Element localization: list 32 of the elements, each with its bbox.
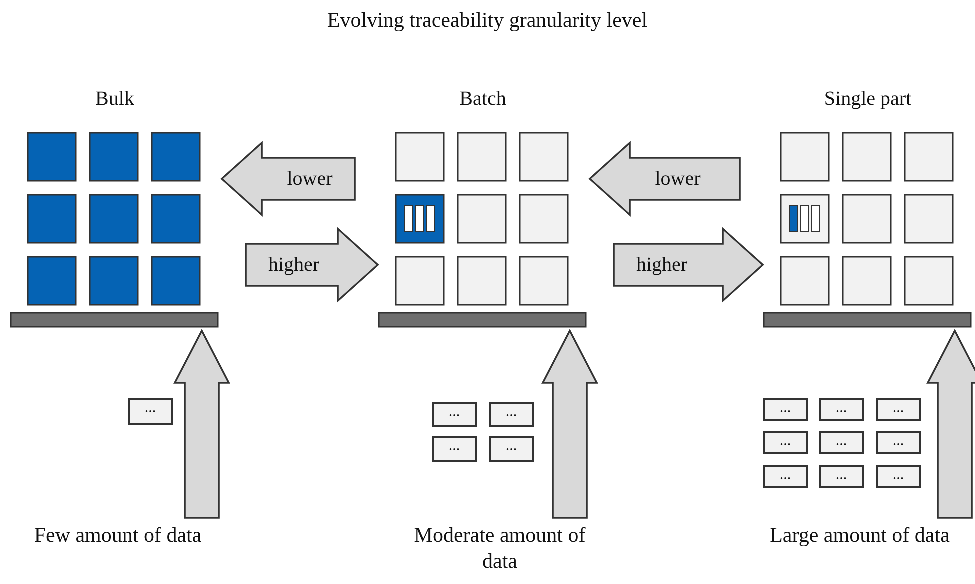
stack-heading: Bulk bbox=[94, 87, 136, 112]
data-amount-caption: Large amount of data bbox=[770, 522, 950, 548]
block-arrow bbox=[588, 140, 741, 218]
stack-heading: Single part bbox=[823, 87, 913, 112]
data-record-box: ... bbox=[876, 465, 921, 488]
data-record-box: ... bbox=[876, 398, 921, 421]
data-record-box: ... bbox=[763, 431, 808, 454]
block-arrow bbox=[613, 226, 764, 304]
block-arrow bbox=[174, 329, 230, 519]
data-record-box: ... bbox=[432, 436, 477, 462]
edge-label: lower bbox=[286, 167, 334, 191]
data-amount-caption: Few amount of data bbox=[33, 522, 203, 548]
edge-label: lower bbox=[654, 167, 702, 191]
block-arrow bbox=[245, 226, 380, 304]
data-record-box: ... bbox=[128, 398, 173, 425]
data-record-box: ... bbox=[763, 398, 808, 421]
stack-heading: Batch bbox=[458, 87, 508, 112]
data-record-box: ... bbox=[819, 398, 864, 421]
diagram-title: Evolving traceability granularity level bbox=[326, 8, 649, 33]
data-record-box: ... bbox=[876, 431, 921, 454]
data-record-box: ... bbox=[819, 465, 864, 488]
block-arrow bbox=[542, 329, 598, 519]
data-record-box: ... bbox=[489, 436, 534, 462]
block-arrow bbox=[926, 329, 975, 519]
data-record-box: ... bbox=[489, 402, 534, 427]
edge-label: higher bbox=[267, 253, 321, 277]
data-record-box: ... bbox=[432, 402, 477, 427]
data-record-box: ... bbox=[819, 431, 864, 454]
data-record-box: ... bbox=[763, 465, 808, 488]
edge-label: higher bbox=[635, 253, 689, 277]
block-arrow bbox=[220, 140, 356, 218]
data-amount-caption: Moderate amount of data bbox=[395, 522, 605, 574]
